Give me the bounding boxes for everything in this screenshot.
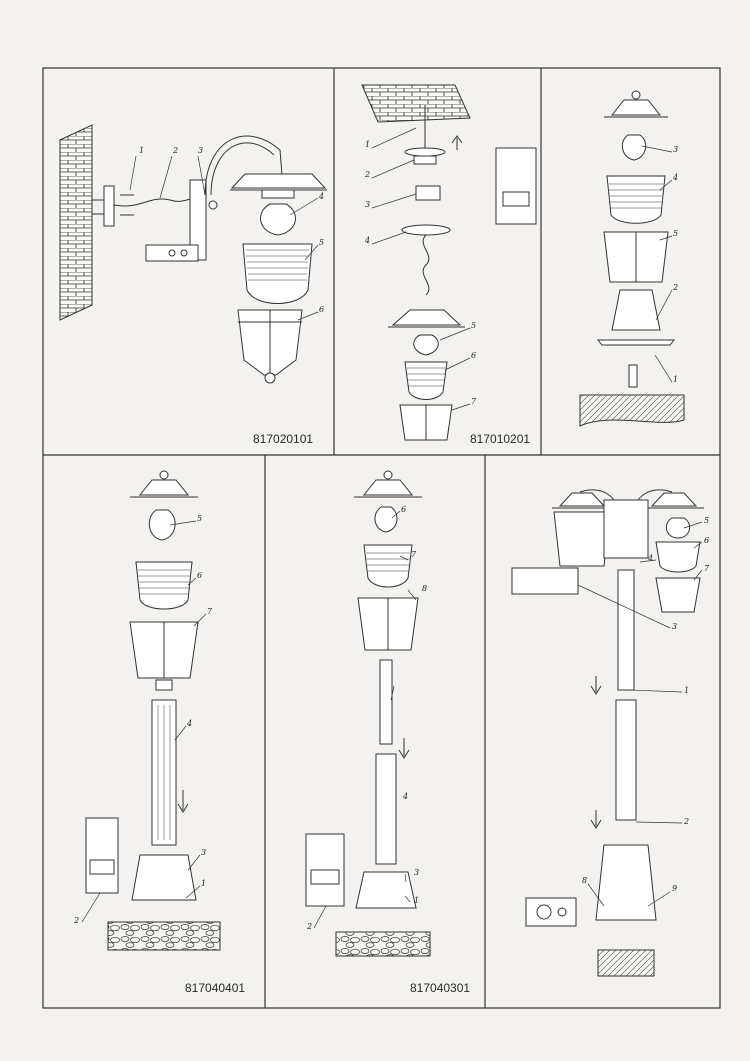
wall-lantern-model-code: 817020101 bbox=[253, 432, 314, 446]
pendant-callout-7: 7 bbox=[471, 397, 477, 406]
double-arm-callout-6: 6 bbox=[704, 536, 710, 545]
pendant-lantern-model-code: 817010201 bbox=[470, 432, 531, 446]
tall-post-callout-5: 5 bbox=[197, 514, 203, 523]
pedestal-callout-3: 3 bbox=[673, 145, 679, 154]
medium-post-callout-8: 8 bbox=[422, 584, 428, 593]
tall-post-callout-6: 6 bbox=[197, 571, 203, 580]
pedestal-lantern-drawing bbox=[579, 90, 685, 427]
wall-callout-5: 5 bbox=[319, 238, 325, 247]
panel-frames bbox=[42, 67, 721, 1009]
pendant-lantern-drawing bbox=[361, 84, 537, 441]
pendant-callout-6: 6 bbox=[471, 351, 477, 360]
wall-callout-4: 4 bbox=[319, 192, 325, 201]
medium-post-callout-7: 7 bbox=[411, 550, 417, 559]
pendant-callout-3: 3 bbox=[365, 200, 371, 209]
pedestal-lantern-callout-lines bbox=[641, 145, 673, 383]
wall-callout-1: 1 bbox=[139, 146, 145, 155]
wall-lantern-drawing bbox=[59, 124, 327, 384]
medium-post-callout-3: 3 bbox=[414, 868, 420, 877]
double-arm-post-lantern-drawing bbox=[511, 489, 704, 977]
tall-post-lantern-drawing bbox=[85, 470, 221, 951]
medium-post-callout-4: 4 bbox=[403, 792, 409, 801]
pedestal-callout-5: 5 bbox=[673, 229, 679, 238]
tall-post-callout-3: 3 bbox=[201, 848, 207, 857]
pendant-callout-1: 1 bbox=[365, 140, 371, 149]
double-arm-callout-7: 7 bbox=[704, 564, 710, 573]
tall-post-callout-1: 1 bbox=[201, 879, 207, 888]
double-arm-callout-2: 2 bbox=[684, 817, 690, 826]
pedestal-callout-4: 4 bbox=[673, 173, 679, 182]
double-arm-callout-3: 3 bbox=[672, 622, 678, 631]
double-arm-callout-8: 8 bbox=[582, 876, 588, 885]
pendant-callout-5: 5 bbox=[471, 321, 477, 330]
tall-post-lantern-callout-lines bbox=[81, 520, 207, 923]
wall-lantern-callout-lines bbox=[129, 155, 319, 321]
wall-callout-2: 2 bbox=[173, 146, 179, 155]
medium-post-callout-2: 2 bbox=[307, 922, 313, 931]
double-arm-post-lantern-callout-lines bbox=[577, 521, 703, 907]
pendant-callout-2: 2 bbox=[365, 170, 371, 179]
wall-callout-6: 6 bbox=[319, 305, 325, 314]
medium-post-lantern-callout-lines bbox=[313, 510, 417, 929]
medium-post-callout-1: 1 bbox=[414, 896, 420, 905]
tall-post-callout-4: 4 bbox=[187, 719, 193, 728]
wall-callout-3: 3 bbox=[198, 146, 204, 155]
pedestal-callout-2: 2 bbox=[673, 283, 679, 292]
tall-post-lantern-model-code: 817040401 bbox=[185, 981, 246, 995]
medium-post-callout-6a: 6 bbox=[401, 505, 407, 514]
pendant-callout-4: 4 bbox=[365, 236, 371, 245]
double-arm-callout-4: 4 bbox=[648, 554, 654, 563]
medium-post-lantern-model-code: 817040301 bbox=[410, 981, 471, 995]
pedestal-callout-1: 1 bbox=[673, 375, 679, 384]
double-arm-callout-9: 9 bbox=[672, 884, 678, 893]
double-arm-callout-5: 5 bbox=[704, 516, 710, 525]
medium-post-lantern-drawing bbox=[305, 470, 431, 957]
tall-post-callout-7: 7 bbox=[207, 607, 213, 616]
double-arm-callout-1: 1 bbox=[684, 686, 690, 695]
pendant-lantern-callout-lines bbox=[371, 127, 471, 411]
tall-post-callout-2: 2 bbox=[74, 916, 80, 925]
